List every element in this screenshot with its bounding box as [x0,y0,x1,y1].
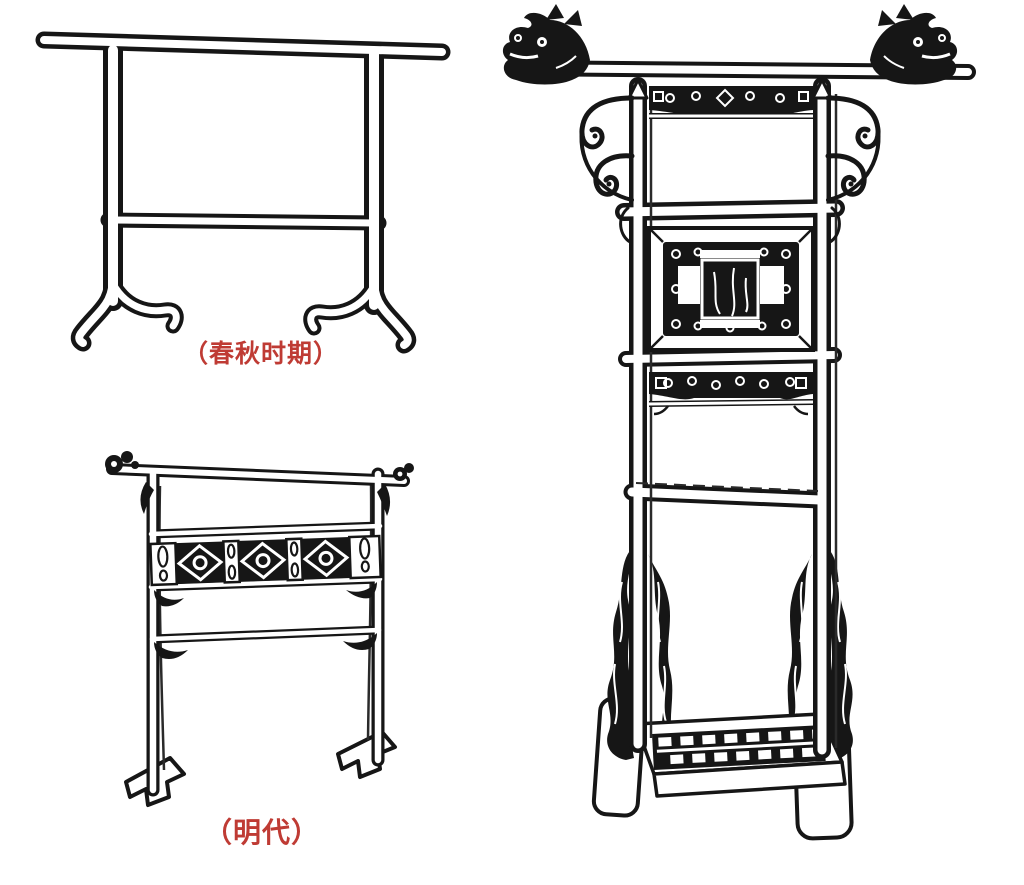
carved-panel [647,226,815,352]
posts [103,40,384,315]
clothes-rack-ming-illustration [105,451,414,807]
back-posts [635,94,838,748]
lattice-panel [149,534,382,587]
scroll-finials [105,451,414,481]
post-caps [627,78,833,100]
base-platform [634,712,847,798]
apron-spandrels [140,482,391,659]
lower-frieze [648,372,814,416]
upper-frieze [649,86,813,119]
shoe-feet [124,730,397,807]
feet [70,265,417,354]
caption-spring-autumn-period: （春秋时期） [183,339,340,368]
caption-ming-dynasty: （明代） [204,816,321,849]
dragon-head-finial-left [503,4,632,242]
dragon-head-finial-right [828,4,957,242]
clothes-rack-simple-illustration [35,31,451,354]
clothes-rack-ornate-illustration [498,2,976,841]
